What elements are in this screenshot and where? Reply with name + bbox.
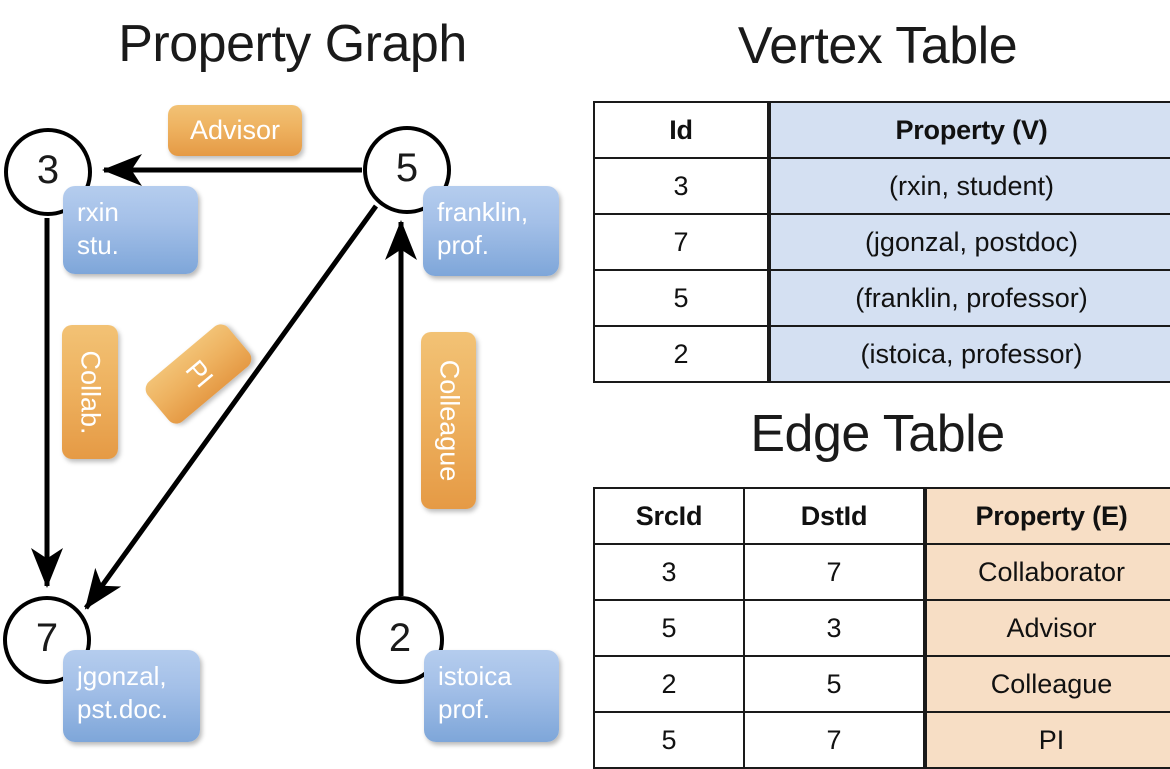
edge-label-colleague-text: Colleague <box>434 359 464 482</box>
graph-node-2-label: 2 <box>388 615 412 660</box>
vertex-cell-property: (jgonzal, postdoc) <box>767 213 1170 271</box>
node-property-box-istoica: istoica prof. <box>424 650 559 742</box>
page-title-vertex-table: Vertex Table <box>737 17 1018 75</box>
graph-node-5-label: 5 <box>395 145 419 190</box>
vertex-table: Id Property (V) 3 (rxin, student) 7 (jgo… <box>593 101 1170 383</box>
edge-cell-srcid: 2 <box>593 655 745 713</box>
edge-cell-property: Colleague <box>923 655 1170 713</box>
edge-table: SrcId DstId Property (E) 3 7 Collaborato… <box>593 487 1170 769</box>
edge-cell-dstid: 7 <box>743 543 926 601</box>
edge-table-header-srcid: SrcId <box>593 487 745 545</box>
graph-node-3-label: 3 <box>36 147 60 192</box>
edge-5-to-7 <box>83 204 379 610</box>
edge-cell-dstid: 3 <box>743 599 926 657</box>
page-title-edge-table: Edge Table <box>750 405 1005 463</box>
vertex-cell-property: (franklin, professor) <box>767 269 1170 327</box>
node-property-line-1: franklin, <box>437 197 529 227</box>
edge-cell-property: Collaborator <box>923 543 1170 601</box>
graph-node-5[interactable]: 5 <box>363 126 451 214</box>
edge-label-colleague: Colleague <box>421 332 476 509</box>
table-row: 7 (jgonzal, postdoc) <box>593 213 1170 271</box>
vertex-table-header-property: Property (V) <box>767 101 1170 159</box>
edge-table-header-dstid: DstId <box>743 487 926 545</box>
node-property-line-2: stu. <box>77 229 119 260</box>
vertex-cell-id: 2 <box>593 325 770 383</box>
node-property-line-1: istoica <box>438 661 512 691</box>
node-property-box-franklin: franklin, prof. <box>423 186 559 276</box>
node-property-box-rxin: rxin stu. <box>63 186 198 274</box>
edge-label-advisor: Advisor <box>168 105 302 156</box>
vertex-cell-id: 3 <box>593 157 770 215</box>
edge-table-header-property: Property (E) <box>923 487 1170 545</box>
vertex-table-header-row: Id Property (V) <box>593 101 1170 159</box>
table-row: 3 (rxin, student) <box>593 157 1170 215</box>
node-property-line-2: prof. <box>438 693 491 724</box>
edge-cell-dstid: 5 <box>743 655 926 713</box>
node-property-line-2: pst.doc. <box>77 693 169 724</box>
vertex-table-header-id: Id <box>593 101 770 159</box>
edge-cell-property: Advisor <box>923 599 1170 657</box>
edge-label-advisor-text: Advisor <box>189 115 281 145</box>
table-row: 5 (franklin, professor) <box>593 269 1170 327</box>
edge-table-header-row: SrcId DstId Property (E) <box>593 487 1170 545</box>
vertex-cell-id: 7 <box>593 213 770 271</box>
node-property-line-1: rxin <box>77 197 119 227</box>
graph-node-7-label: 7 <box>35 615 59 660</box>
graph-edges-svg <box>31 154 417 610</box>
edge-label-collab-text: Collab. <box>75 349 106 435</box>
vertex-cell-property: (rxin, student) <box>767 157 1170 215</box>
edge-cell-srcid: 5 <box>593 599 745 657</box>
node-property-line-2: prof. <box>437 229 490 260</box>
vertex-cell-id: 5 <box>593 269 770 327</box>
edge-label-collab: Collab. <box>62 325 118 459</box>
edge-label-pi-text: PI <box>179 354 219 394</box>
table-row: 5 7 PI <box>593 711 1170 769</box>
vertex-cell-property: (istoica, professor) <box>767 325 1170 383</box>
table-row: 2 5 Colleague <box>593 655 1170 713</box>
page-title-property-graph: Property Graph <box>118 15 467 73</box>
edge-cell-dstid: 7 <box>743 711 926 769</box>
edge-cell-srcid: 3 <box>593 543 745 601</box>
edge-cell-srcid: 5 <box>593 711 745 769</box>
node-property-line-1: jgonzal, <box>77 661 167 691</box>
table-row: 5 3 Advisor <box>593 599 1170 657</box>
graph-node-2[interactable]: 2 <box>356 596 444 684</box>
node-property-box-jgonzal: jgonzal, pst.doc. <box>63 650 200 742</box>
table-row: 3 7 Collaborator <box>593 543 1170 601</box>
table-row: 2 (istoica, professor) <box>593 325 1170 383</box>
edge-cell-property: PI <box>923 711 1170 769</box>
